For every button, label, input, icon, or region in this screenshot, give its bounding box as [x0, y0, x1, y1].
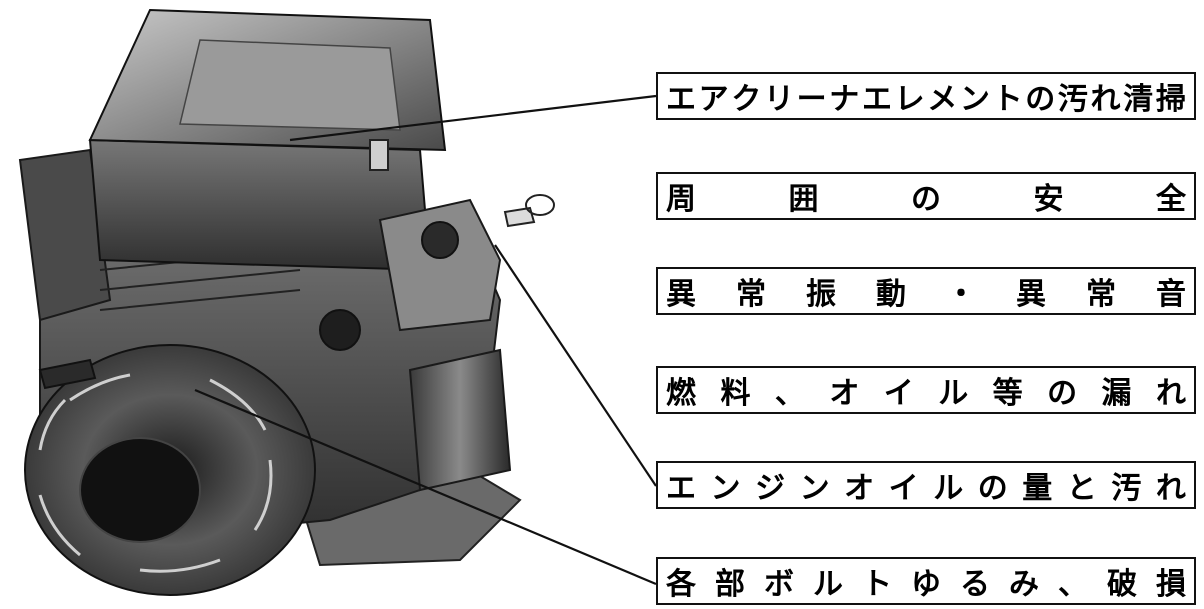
throttle-knob [421, 221, 459, 259]
leader-line-bolts [194, 388, 657, 586]
starter-motor [408, 348, 512, 492]
starter-handle [38, 358, 97, 390]
air-cleaner-lid-panel [179, 39, 401, 131]
engine-left-block [18, 148, 112, 322]
label-bolts: 各部ボルトゆるみ、破損 [656, 557, 1196, 605]
recoil-center [79, 437, 201, 543]
label-bolts-text: 各部ボルトゆるみ、破損 [666, 567, 1186, 602]
label-air-cleaner-text: エアクリーナエレメントの汚れ清掃 [666, 82, 1186, 117]
label-vibration: 異常振動・異常音 [656, 267, 1196, 315]
label-engine-oil-text: エンジンオイルの量と汚れ [666, 471, 1186, 506]
label-engine-oil: エンジンオイルの量と汚れ [656, 461, 1196, 509]
recoil-vents [38, 373, 273, 573]
label-leaks-text: 燃料、オイル等の漏れ [666, 376, 1186, 411]
oil-filler-cap [503, 206, 536, 228]
label-surroundings-text: 周囲の安全 [666, 182, 1186, 217]
label-leaks: 燃料、オイル等の漏れ [656, 366, 1196, 414]
leader-line-air-cleaner [289, 94, 657, 142]
oil-filler-ring [525, 194, 555, 216]
air-cleaner-clip [369, 139, 389, 171]
carburetor-block [378, 198, 502, 332]
label-surroundings: 周囲の安全 [656, 172, 1196, 220]
leader-line-oil [494, 244, 657, 487]
leader-lines [194, 94, 657, 586]
label-air-cleaner: エアクリーナエレメントの汚れ清掃 [656, 72, 1196, 120]
choke-knob [319, 309, 361, 351]
engine-illustration [18, 8, 555, 596]
label-vibration-text: 異常振動・異常音 [666, 277, 1186, 312]
